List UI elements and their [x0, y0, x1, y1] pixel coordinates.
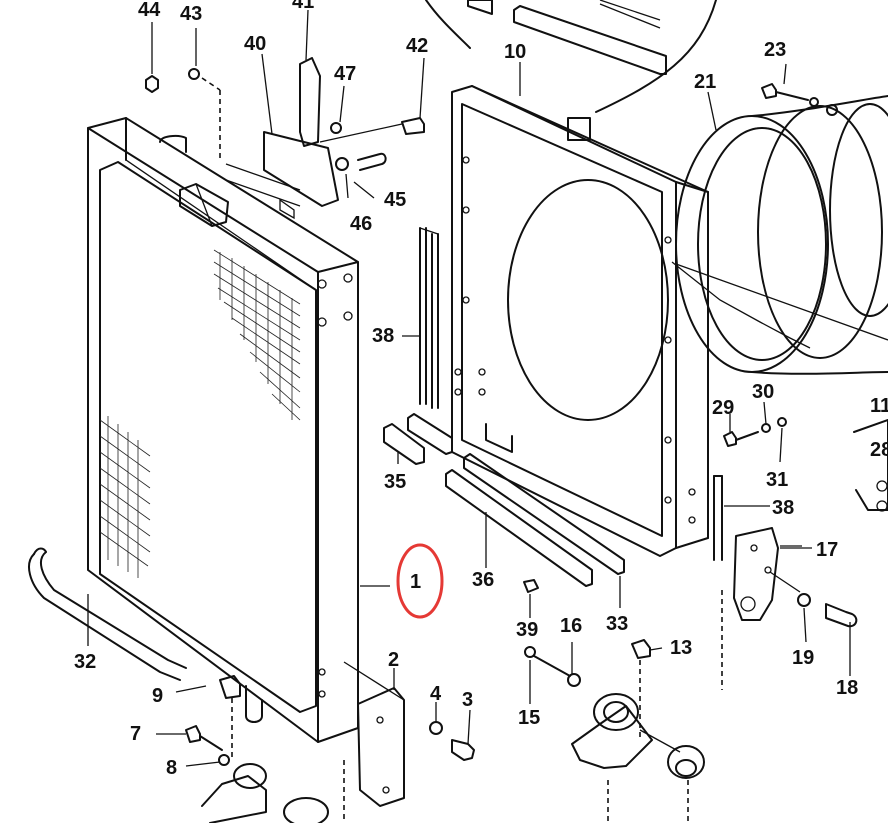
label-4: 4 — [430, 683, 442, 705]
label-36: 36 — [472, 569, 495, 591]
label-44: 44 — [138, 0, 161, 21]
label-10: 10 — [504, 41, 527, 63]
label-40: 40 — [244, 33, 267, 55]
label-1: 1 — [410, 571, 422, 593]
label-33: 33 — [606, 613, 629, 635]
hose-part — [39, 551, 187, 669]
label-3: 3 — [462, 689, 474, 711]
label-43: 43 — [180, 3, 203, 25]
label-38-lower: 38 — [772, 497, 795, 519]
label-15: 15 — [518, 707, 541, 729]
side-strip — [419, 227, 439, 409]
fan-ring — [675, 95, 888, 375]
label-18: 18 — [836, 677, 859, 699]
label-8: 8 — [166, 757, 178, 779]
label-2: 2 — [388, 649, 400, 671]
label-41: 41 — [292, 0, 315, 13]
label-29: 29 — [712, 397, 735, 419]
label-7: 7 — [130, 723, 142, 745]
label-13: 13 — [670, 637, 693, 659]
right-bracket — [733, 527, 802, 621]
label-30: 30 — [752, 381, 775, 403]
label-28: 28 — [870, 439, 888, 461]
lower-left-bracket — [343, 661, 405, 823]
leader-lines — [87, 9, 851, 767]
label-19: 19 — [792, 647, 815, 669]
label-35: 35 — [384, 471, 407, 493]
label-31: 31 — [766, 469, 789, 491]
highlight-circle — [396, 543, 444, 619]
label-32: 32 — [74, 651, 97, 673]
label-39: 39 — [516, 619, 539, 641]
label-45: 45 — [384, 189, 407, 211]
label-46: 46 — [350, 213, 373, 235]
label-42: 42 — [406, 35, 429, 57]
label-16: 16 — [560, 615, 583, 637]
label-21: 21 — [694, 71, 717, 93]
label-23: 23 — [764, 39, 787, 61]
top-bracket — [225, 57, 403, 220]
label-17: 17 — [816, 539, 839, 561]
label-47: 47 — [334, 63, 357, 85]
label-9: 9 — [152, 685, 164, 707]
label-11: 11 — [870, 395, 888, 417]
radiator-core — [87, 117, 359, 743]
label-38-upper: 38 — [372, 325, 395, 347]
